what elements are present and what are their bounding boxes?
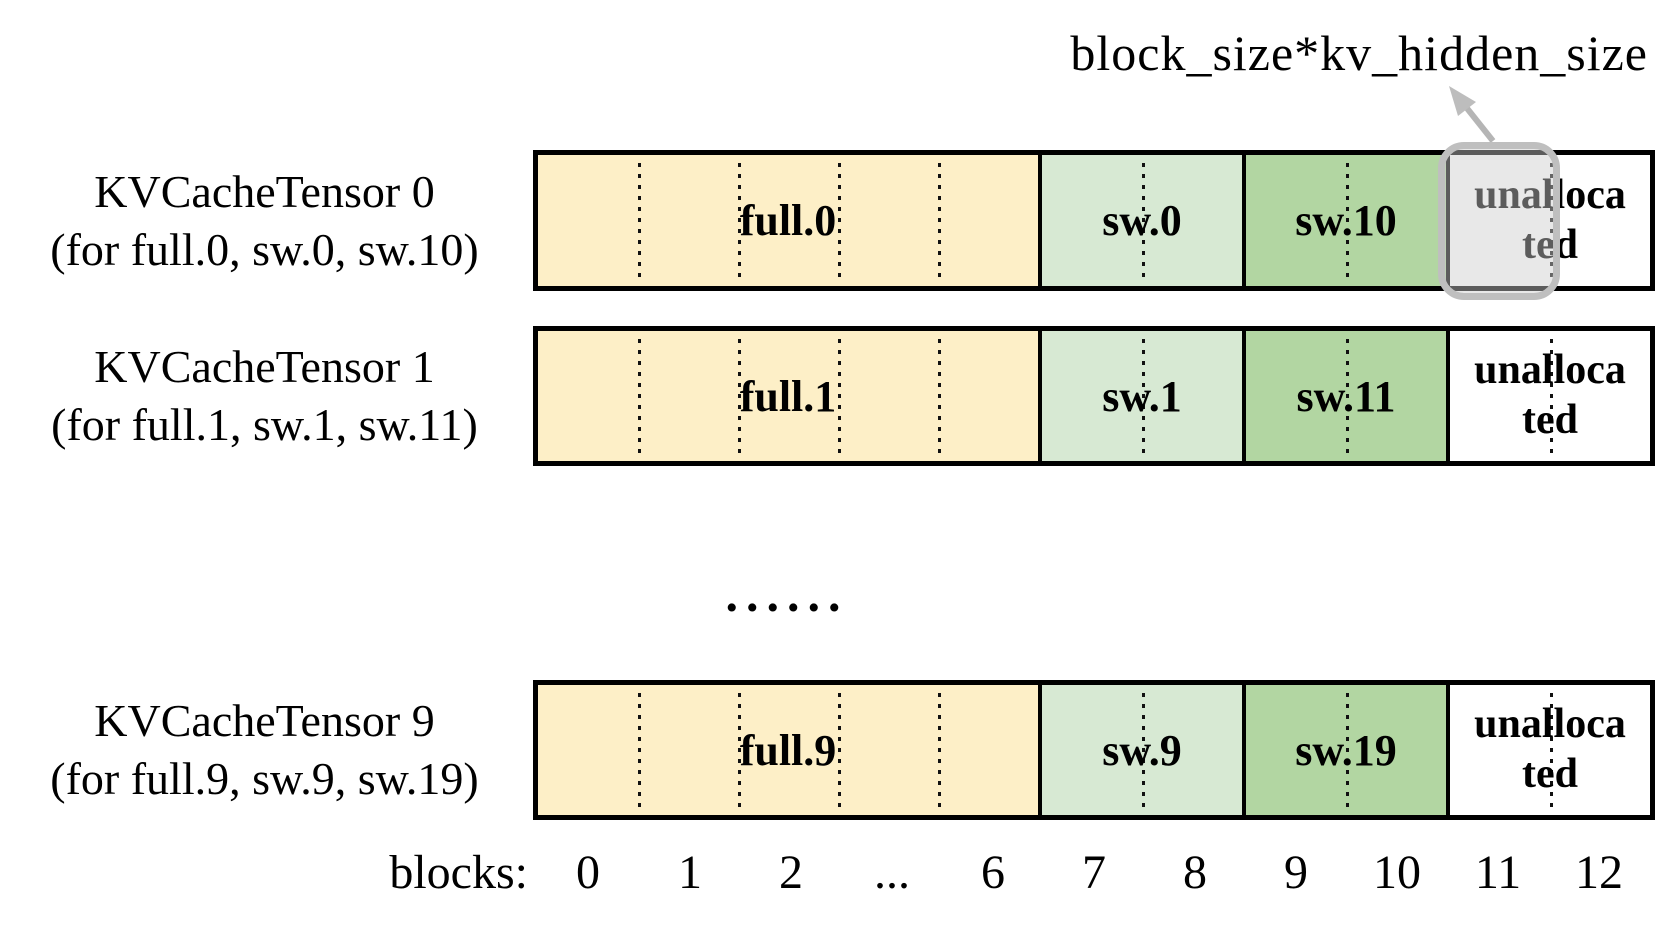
block-cell [738,685,838,815]
tensor-subtitle: (for full.9, sw.9, sw.19) [50,753,479,804]
block-cell [638,685,738,815]
block-cell [1346,155,1446,286]
segment-sw: sw.0 [1038,155,1242,286]
kv-cache-bar-1: full.1 sw.1 sw.11 unalloca ted [533,326,1655,466]
axis-label: blocks: [389,846,528,899]
block-cell [738,331,838,461]
block-cell [638,331,738,461]
block-cell [938,685,1038,815]
axis-tick: 1 [678,846,702,899]
segment-sw2: sw.11 [1242,331,1446,461]
block-cell [538,331,638,461]
tensor-title: KVCacheTensor 1 [94,341,435,393]
axis-tick: ... [874,846,910,899]
segment-full: full.0 [538,155,1038,286]
axis-tick: 10 [1373,846,1421,899]
segment-full: full.1 [538,331,1038,461]
axis-tick: 7 [1082,846,1106,899]
axis-tick: 2 [779,846,803,899]
block-cell [838,155,938,286]
segment-sw2: sw.10 [1242,155,1446,286]
block-cell [1550,685,1650,815]
block-cell [938,155,1038,286]
tensor-row-0: KVCacheTensor 0 (for full.0, sw.0, sw.10… [0,142,1676,300]
block-cell [1042,155,1142,286]
annotation-label: block_size*kv_hidden_size [1070,25,1648,81]
block-cell [938,331,1038,461]
block-cell [1142,331,1242,461]
segment-sw2: sw.19 [1242,685,1446,815]
kv-cache-bar-0: full.0 sw.0 sw.10 unalloca ted [533,142,1655,300]
tensor-label-1: KVCacheTensor 1 (for full.1, sw.1, sw.11… [12,326,517,466]
tensor-row-9: KVCacheTensor 9 (for full.9, sw.9, sw.19… [0,680,1676,820]
block-cell [538,155,638,286]
block-cell [738,155,838,286]
axis-tick: 11 [1474,846,1522,899]
block-cell [1450,685,1550,815]
block-cell [1550,331,1650,461]
axis-tick: 12 [1575,846,1623,899]
segment-sw: sw.1 [1038,331,1242,461]
tensor-label-0: KVCacheTensor 0 (for full.0, sw.0, sw.10… [12,150,517,291]
segment-unallocated: unalloca ted [1446,685,1650,815]
block-cell [638,155,738,286]
segment-unallocated: unalloca ted [1446,331,1650,461]
kv-cache-bar-9: full.9 sw.9 sw.19 unalloca ted [533,680,1655,820]
block-cell [838,331,938,461]
tensor-row-1: KVCacheTensor 1 (for full.1, sw.1, sw.11… [0,326,1676,466]
axis-tick: 8 [1183,846,1207,899]
segment-full: full.9 [538,685,1038,815]
block-cell [1142,685,1242,815]
tensor-title: KVCacheTensor 9 [94,695,435,747]
axis-tick: 6 [981,846,1005,899]
tensor-subtitle: (for full.0, sw.0, sw.10) [50,223,479,275]
ellipsis: ...... [725,566,849,622]
tensor-subtitle: (for full.1, sw.1, sw.11) [51,399,478,450]
blocks-axis: blocks: 0 1 2 ... 6 7 8 9 10 11 12 [0,845,1676,915]
block-cell [838,685,938,815]
block-cell [1142,155,1242,286]
block-cell [1246,155,1346,286]
axis-tick: 0 [576,846,600,899]
tensor-label-9: KVCacheTensor 9 (for full.9, sw.9, sw.19… [12,680,517,820]
block-cell [1246,331,1346,461]
block-cell [1246,685,1346,815]
block-cell [1042,685,1142,815]
axis-tick: 9 [1284,846,1308,899]
block-cell [538,685,638,815]
block-cell [1550,155,1650,286]
block-cell [1346,685,1446,815]
segment-sw: sw.9 [1038,685,1242,815]
tensor-title: KVCacheTensor 0 [94,165,435,217]
block-cell [1042,331,1142,461]
highlighted-block [1438,142,1560,300]
block-cell [1346,331,1446,461]
block-cell [1450,331,1550,461]
